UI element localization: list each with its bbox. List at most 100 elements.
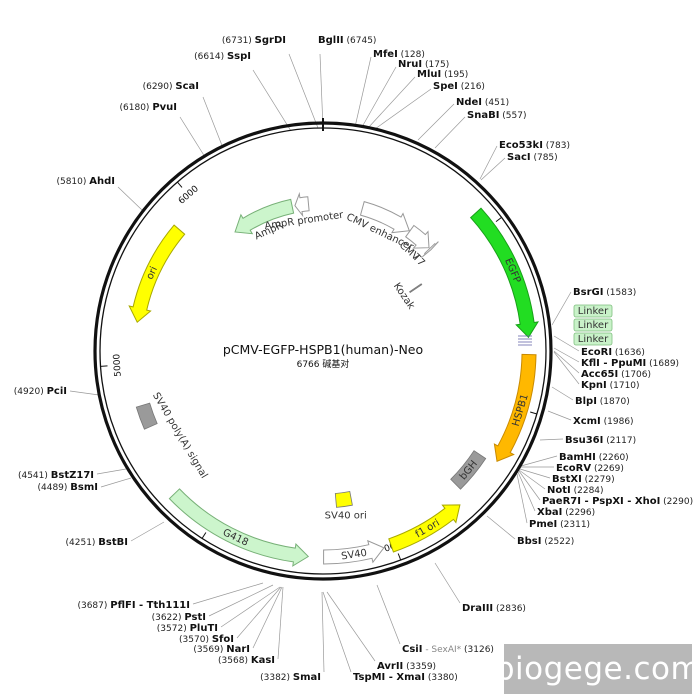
site-leader xyxy=(376,584,401,645)
site-label: SacI (785) xyxy=(507,152,558,163)
tick-mark xyxy=(201,532,207,539)
feature-cmv-promoter xyxy=(405,224,430,249)
site-label: NotI (2284) xyxy=(547,485,604,496)
feature-egfp xyxy=(469,207,539,339)
site-leader xyxy=(117,186,143,211)
feature-ori xyxy=(128,224,186,323)
site-label: MluI (195) xyxy=(417,69,468,80)
site-leader xyxy=(517,471,536,512)
site-label: (3382) SmaI xyxy=(260,672,321,683)
site-leader xyxy=(354,56,372,128)
site-leader xyxy=(434,116,466,149)
site-leader xyxy=(192,582,264,605)
restriction-site-labels: BglII (6745)(6731) SgrDI(6614) SspI(6290… xyxy=(14,35,693,683)
site-leader xyxy=(434,562,461,604)
site-label: (6290) ScaI xyxy=(143,81,199,92)
site-label: (3570) SfoI xyxy=(179,634,234,645)
site-label: MfeI (128) xyxy=(373,49,425,60)
site-label: PaeR7I - PspXI - XhoI (2290) xyxy=(542,496,693,507)
site-leader xyxy=(208,584,274,617)
linker-badge xyxy=(573,318,613,332)
feature-f1-ori xyxy=(388,504,461,553)
feature-label-ori: ori xyxy=(145,265,160,281)
site-leader xyxy=(518,469,546,490)
linker-label: Linker xyxy=(578,334,609,345)
site-label: Acc65I (1706) xyxy=(581,369,651,380)
site-leader xyxy=(553,335,580,352)
site-label: (4541) BstZ17I xyxy=(18,470,94,481)
site-label: (4251) BstBI xyxy=(66,537,129,548)
site-leader xyxy=(553,351,580,385)
linker-badge xyxy=(573,304,613,318)
feature-ampr-promoter xyxy=(294,191,310,218)
site-label: SpeI (216) xyxy=(433,81,485,92)
feature-ampr xyxy=(234,198,295,235)
site-label: Eco53kI (783) xyxy=(499,140,570,151)
feature-cmv-enhancer xyxy=(359,200,410,234)
site-label: BsrGI (1583) xyxy=(573,287,636,298)
site-label: NdeI (451) xyxy=(456,97,509,108)
feature-sv40 xyxy=(323,539,385,565)
site-leader xyxy=(486,515,516,540)
site-label: Bsu36I (2117) xyxy=(565,435,636,446)
box-label-sv40-polya: SV40 poly(A) signal xyxy=(150,391,209,481)
tick-label: 5000 xyxy=(112,353,124,377)
site-label: (3568) KasI xyxy=(218,655,275,666)
site-label: BlpI (1870) xyxy=(575,396,630,407)
site-label: (6731) SgrDI xyxy=(222,35,286,46)
box-kozak xyxy=(409,283,423,294)
site-label: (3687) PflFI - Tth111I xyxy=(77,600,190,611)
site-leader xyxy=(96,468,127,475)
site-leader xyxy=(539,438,564,441)
site-label: NruI (175) xyxy=(398,59,449,70)
site-label: (4920) PciI xyxy=(14,386,67,397)
site-leader xyxy=(288,53,319,129)
site-label: (3572) PluTI xyxy=(157,623,218,634)
site-label: (3622) PstI xyxy=(152,612,206,623)
site-leader xyxy=(480,157,506,181)
site-leader xyxy=(361,66,397,128)
box-label-kozak: Kozak xyxy=(391,281,417,312)
site-label: BstXI (2279) xyxy=(552,474,615,485)
site-leader xyxy=(520,455,558,467)
site-leader xyxy=(479,145,498,180)
site-label: CsiI - SexAI* (3126) xyxy=(402,644,494,655)
site-label: KflI - PpuMI (1689) xyxy=(581,358,679,369)
site-label: EcoRV (2269) xyxy=(556,463,624,474)
site-label: EcoRI (1636) xyxy=(581,347,645,358)
site-leader xyxy=(518,470,541,501)
tick-mark xyxy=(397,553,402,561)
site-label: AvrII (3359) xyxy=(377,661,436,672)
site-leader xyxy=(236,586,282,639)
site-leader xyxy=(277,586,284,660)
tick-mark xyxy=(177,181,183,188)
site-label: DraIII (2836) xyxy=(462,603,526,614)
site-label: PmeI (2311) xyxy=(529,519,590,530)
site-leader xyxy=(319,53,324,129)
site-label: XcmI (1986) xyxy=(573,416,634,427)
site-leader xyxy=(417,103,455,141)
site-label: BbsI (2522) xyxy=(517,536,574,547)
site-leader xyxy=(553,347,580,363)
box-label-sv40-ori: SV40 ori xyxy=(325,510,367,521)
feature-label-sv40: SV40 xyxy=(341,548,368,563)
site-leader xyxy=(252,586,283,649)
site-label: (3569) NarI xyxy=(193,644,250,655)
plasmid-size: 6766 碱基对 xyxy=(297,358,350,370)
site-label: (6614) SspI xyxy=(194,51,251,62)
site-leader xyxy=(374,88,432,130)
tick-mark xyxy=(530,411,538,415)
site-leader xyxy=(69,390,100,396)
site-leader xyxy=(179,116,206,158)
linker-label: Linker xyxy=(578,306,609,317)
site-leader xyxy=(547,410,572,421)
tick-mark xyxy=(100,365,108,367)
feature-t7 xyxy=(422,241,439,258)
site-label: (6180) PvuI xyxy=(120,102,177,113)
site-leader xyxy=(252,69,292,132)
site-label: XbaI (2296) xyxy=(537,507,595,518)
site-leader xyxy=(367,76,416,129)
